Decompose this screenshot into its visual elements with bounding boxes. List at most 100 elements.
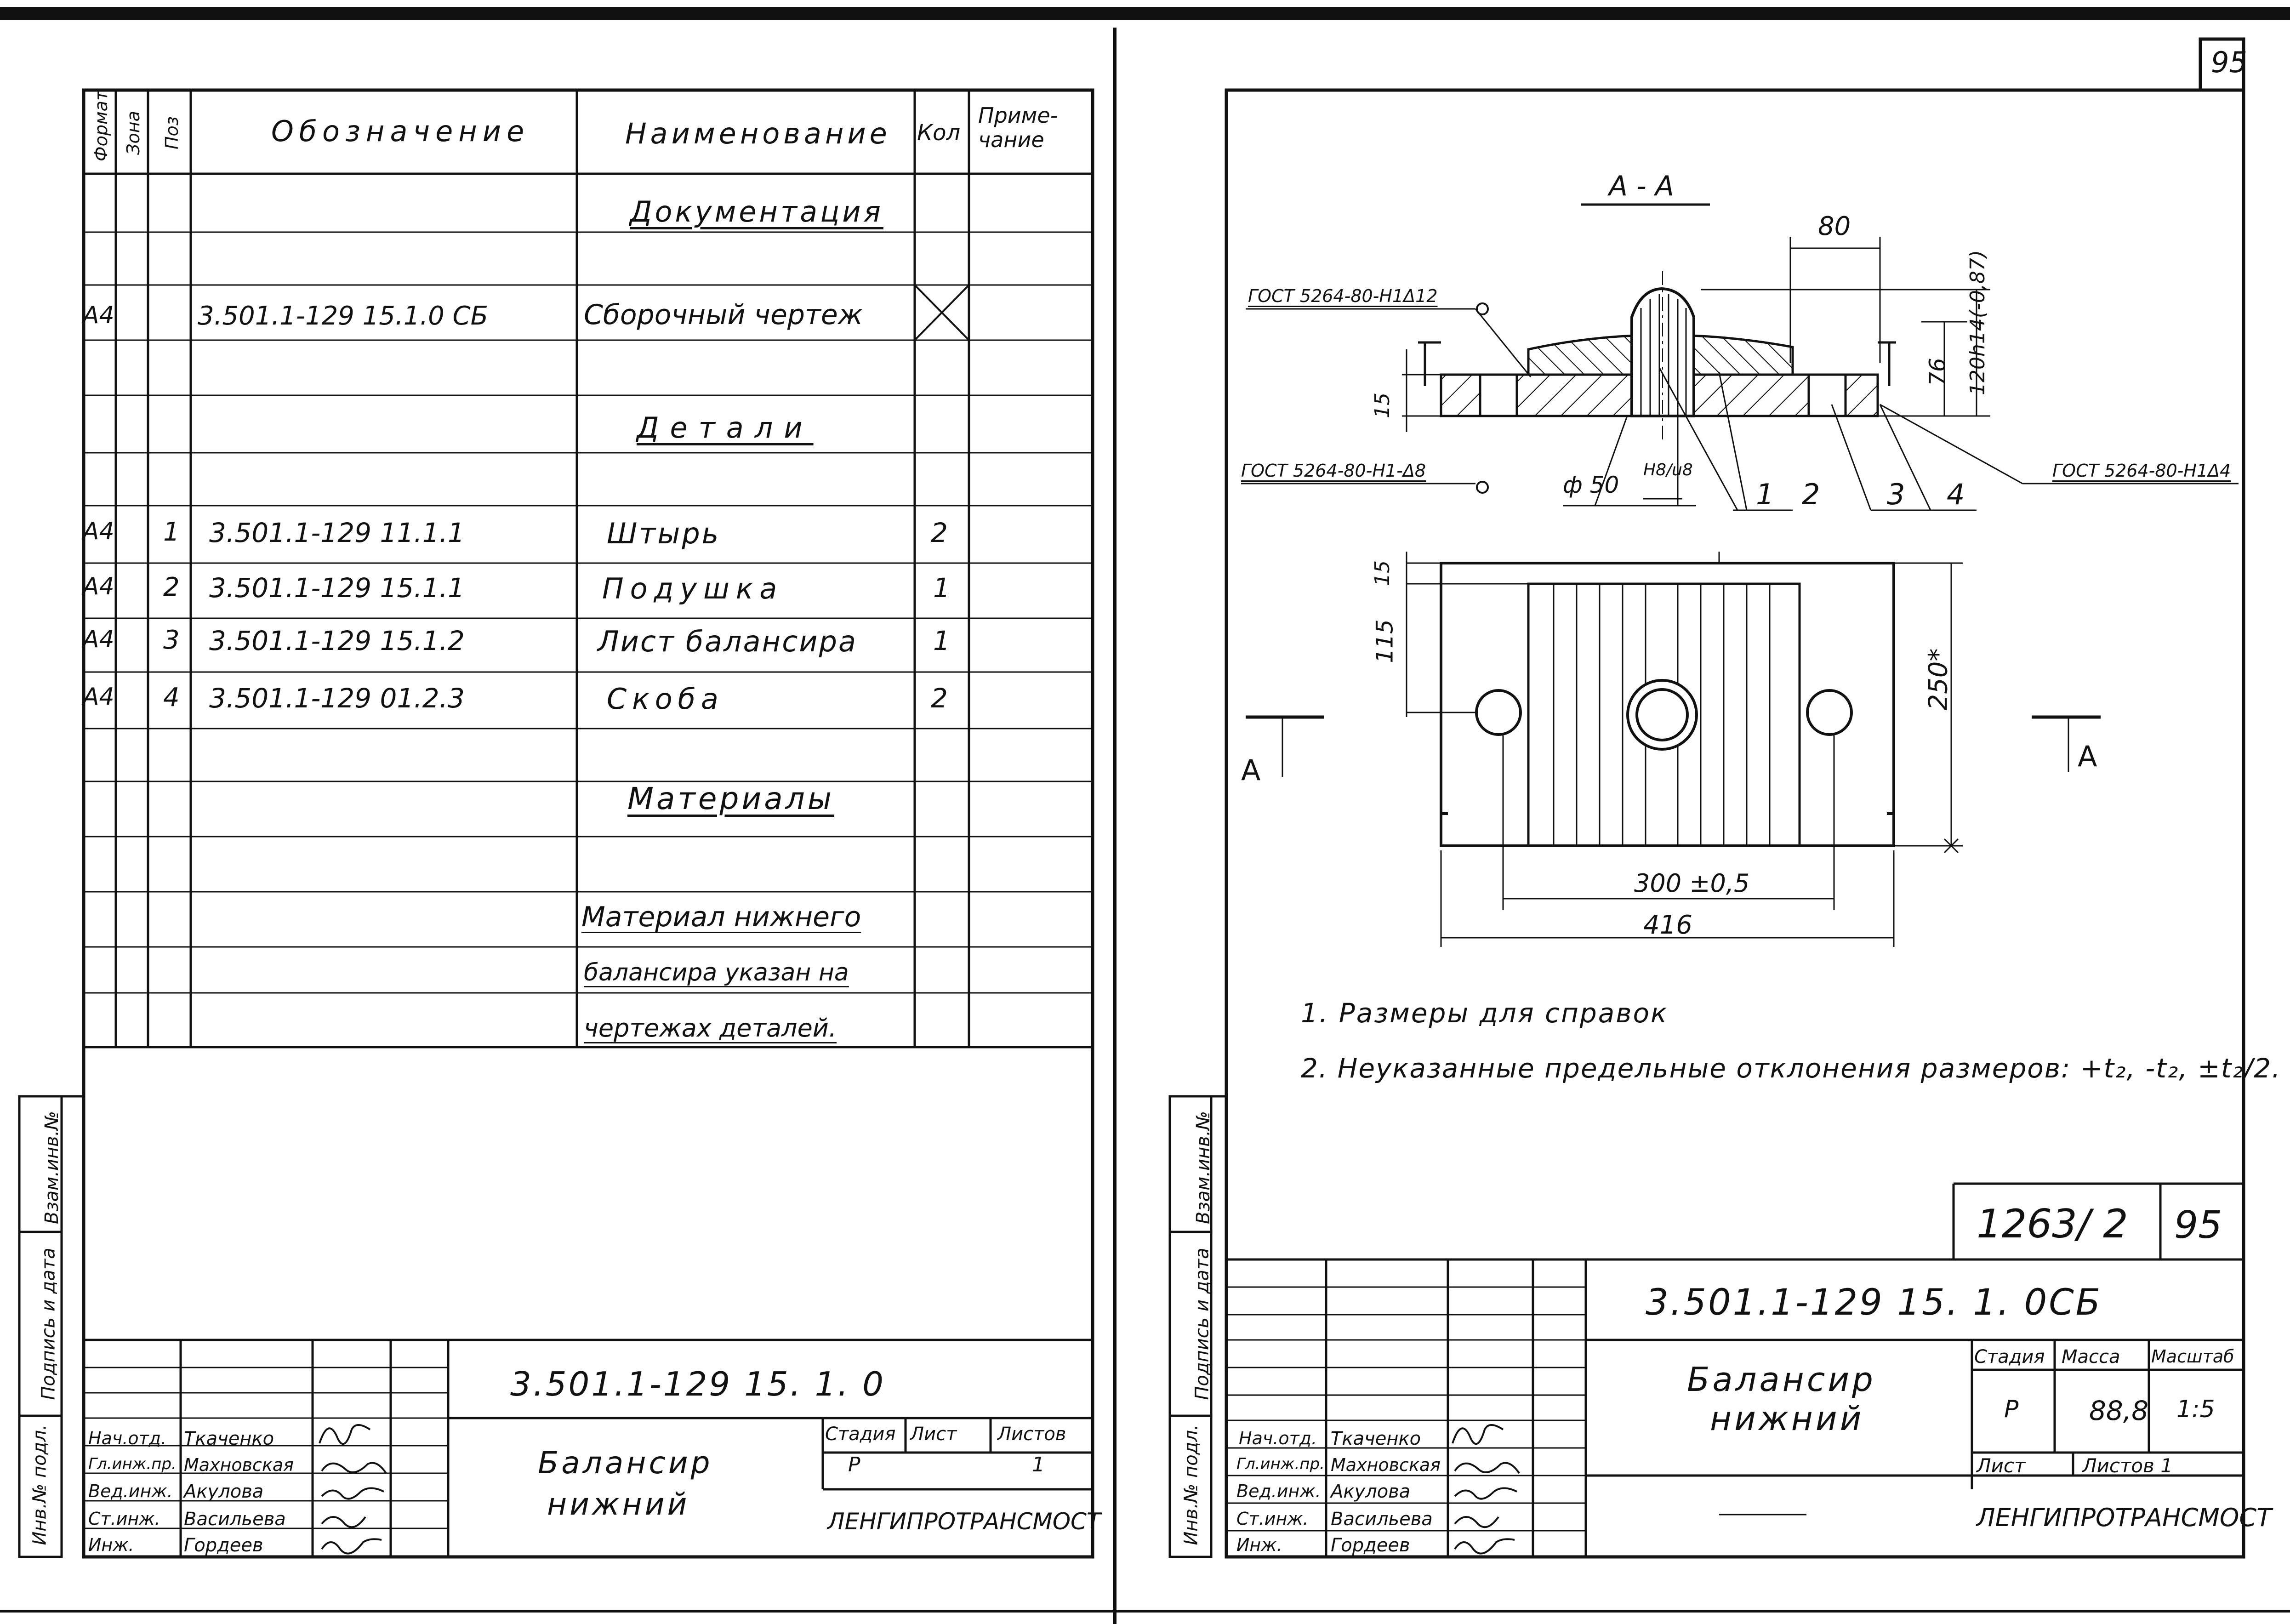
- left-staff-role-4: Ст.инж.: [88, 1509, 160, 1529]
- dim-120: 120h14(-0,87): [1966, 250, 1990, 396]
- left-title-block-grid: [84, 1339, 1093, 1557]
- part-2-pos: 2: [163, 572, 180, 602]
- right-staff-role-4: Ст.инж.: [1236, 1509, 1309, 1529]
- right-staff-name-4: Васильева: [1331, 1509, 1433, 1530]
- left-title-block-rows: [84, 1367, 448, 1529]
- section-details: Детали: [637, 411, 814, 444]
- page-number: 95: [2211, 46, 2247, 79]
- spec-row-lines: [84, 231, 1093, 994]
- part-1-format: А4: [83, 518, 114, 545]
- cut-a-left: А: [1241, 753, 1261, 787]
- left-staff-name-4: Васильева: [184, 1509, 286, 1530]
- left-frame: [82, 88, 1094, 1559]
- part-4-pos: 4: [163, 683, 180, 712]
- dim-300: 300 ±0,5: [1634, 869, 1750, 898]
- header-zone: Зона: [123, 111, 143, 155]
- left-staff-name-1: Ткаченко: [184, 1428, 274, 1449]
- right-tb-stage-label: Стадия: [1974, 1346, 2045, 1368]
- dim-80: 80: [1818, 211, 1851, 241]
- part-2-designation: 3.501.1-129 15.1.1: [209, 572, 465, 604]
- right-tb-sheets-label: Листов 1: [2082, 1454, 2173, 1477]
- doc-designation: 3.501.1-129 15.1.0 СБ: [198, 301, 489, 331]
- album-box: [1952, 1182, 2244, 1259]
- part-2-format: А4: [83, 573, 114, 600]
- left-tb-sheets: 1: [1032, 1453, 1045, 1476]
- header-qty: Кол: [917, 120, 961, 146]
- part-1-designation: 3.501.1-129 11.1.1: [209, 517, 465, 548]
- right-tb-title-1: Балансир: [1687, 1360, 1876, 1399]
- right-staff-role-1: Нач.отд.: [1239, 1428, 1317, 1448]
- right-side-label-sign: Подпись и дата: [1191, 1248, 1213, 1400]
- right-staff-name-3: Акулова: [1331, 1481, 1411, 1502]
- leader-1: 1: [1756, 478, 1774, 511]
- right-frame: [1225, 37, 2245, 1559]
- left-staff-role-2: Гл.инж.пр.: [88, 1455, 177, 1473]
- left-tb-org: ЛЕНГИПРОТРАНСМОСТ: [827, 1508, 1101, 1535]
- weld-top: ГОСТ 5264-80-Н1Δ12: [1248, 286, 1438, 306]
- dim-115: 115: [1371, 619, 1398, 663]
- right-title-block-rows: [1226, 1286, 1806, 1532]
- note-2: 2. Неуказанные предельные отклонения раз…: [1301, 1053, 2281, 1084]
- part-1-qty: 2: [931, 517, 948, 548]
- part-4-qty: 2: [931, 683, 948, 714]
- right-title-block-grid: [1226, 1258, 2244, 1557]
- header-pos: Поз: [162, 116, 182, 150]
- part-3-qty: 1: [933, 625, 950, 656]
- left-staff-role-5: Инж.: [88, 1535, 134, 1555]
- weld-circles: [1476, 302, 1489, 494]
- left-binding-strip: [18, 1095, 84, 1558]
- right-tb-scale-label: Масштаб: [2151, 1346, 2234, 1367]
- left-tb-stage-label: Стадия: [825, 1424, 896, 1445]
- right-tb-mass-label: Масса: [2062, 1346, 2120, 1368]
- right-tb-scale: 1:5: [2176, 1396, 2215, 1423]
- right-tb-sheet-label: Лист: [1977, 1454, 2026, 1477]
- left-staff-role-1: Нач.отд.: [88, 1428, 167, 1448]
- cut-a-right: А: [2078, 740, 2097, 773]
- material-note-2: балансира указан на: [584, 959, 849, 986]
- part-3-format: А4: [83, 626, 114, 653]
- material-note-1: Материал нижнего: [581, 901, 861, 933]
- part-2-qty: 1: [933, 572, 950, 604]
- weld-right: ГОСТ 5264-80-Н1Δ4: [2052, 461, 2231, 481]
- left-tb-sheet-label: Лист: [910, 1424, 957, 1445]
- section-view: [1418, 203, 1896, 441]
- part-3-pos: 3: [163, 625, 180, 655]
- leader-4: 4: [1947, 478, 1965, 511]
- part-4-name: Скоба: [607, 682, 724, 716]
- weld-bottom: ГОСТ 5264-80-Н1-Δ8: [1241, 461, 1426, 481]
- part-4-format: А4: [83, 683, 114, 711]
- plan-view: [1440, 562, 1895, 847]
- album-number: 1263/ 2: [1977, 1201, 2128, 1247]
- part-4-designation: 3.501.1-129 01.2.3: [209, 683, 465, 714]
- left-tb-stage: Р: [848, 1453, 860, 1476]
- header-format: Формат: [91, 90, 112, 162]
- album-page: 95: [2174, 1203, 2222, 1247]
- doc-name: Сборочный чертеж: [584, 299, 863, 331]
- plan-dimensions: [1246, 552, 2101, 947]
- part-3-name: Лист балансира: [598, 625, 857, 658]
- right-staff-name-5: Гордеев: [1331, 1535, 1410, 1556]
- fit-class: Н8/u8: [1643, 461, 1693, 479]
- left-staff-name-3: Акулова: [184, 1481, 264, 1502]
- right-side-label-vzam: Взам.инв.№: [1193, 1111, 1214, 1225]
- dim-15b: 15: [1371, 560, 1394, 586]
- left-staff-name-5: Гордеев: [184, 1535, 263, 1556]
- spec-table-grid: [84, 90, 1093, 1048]
- dim-76: 76: [1925, 358, 1951, 386]
- section-label: А - А: [1609, 170, 1674, 202]
- left-staff-role-3: Вед.инж.: [88, 1481, 173, 1501]
- header-note: Приме- чание: [978, 103, 1058, 152]
- right-staff-role-3: Вед.инж.: [1236, 1481, 1321, 1501]
- right-tb-title-2: нижний: [1710, 1399, 1864, 1438]
- left-staff-name-2: Махновская: [184, 1455, 294, 1475]
- section-dimensions: [1241, 237, 2239, 511]
- left-tb-sheets-label: Листов: [997, 1424, 1066, 1445]
- part-3-designation: 3.501.1-129 15.1.2: [209, 625, 465, 656]
- note-1: 1. Размеры для справок: [1301, 997, 1668, 1029]
- leader-3: 3: [1887, 478, 1905, 511]
- right-binding-strip: [1168, 1095, 1226, 1558]
- dim-15a: 15: [1371, 393, 1394, 418]
- doc-format: А4: [83, 302, 114, 329]
- dim-phi: ф 50: [1563, 472, 1619, 498]
